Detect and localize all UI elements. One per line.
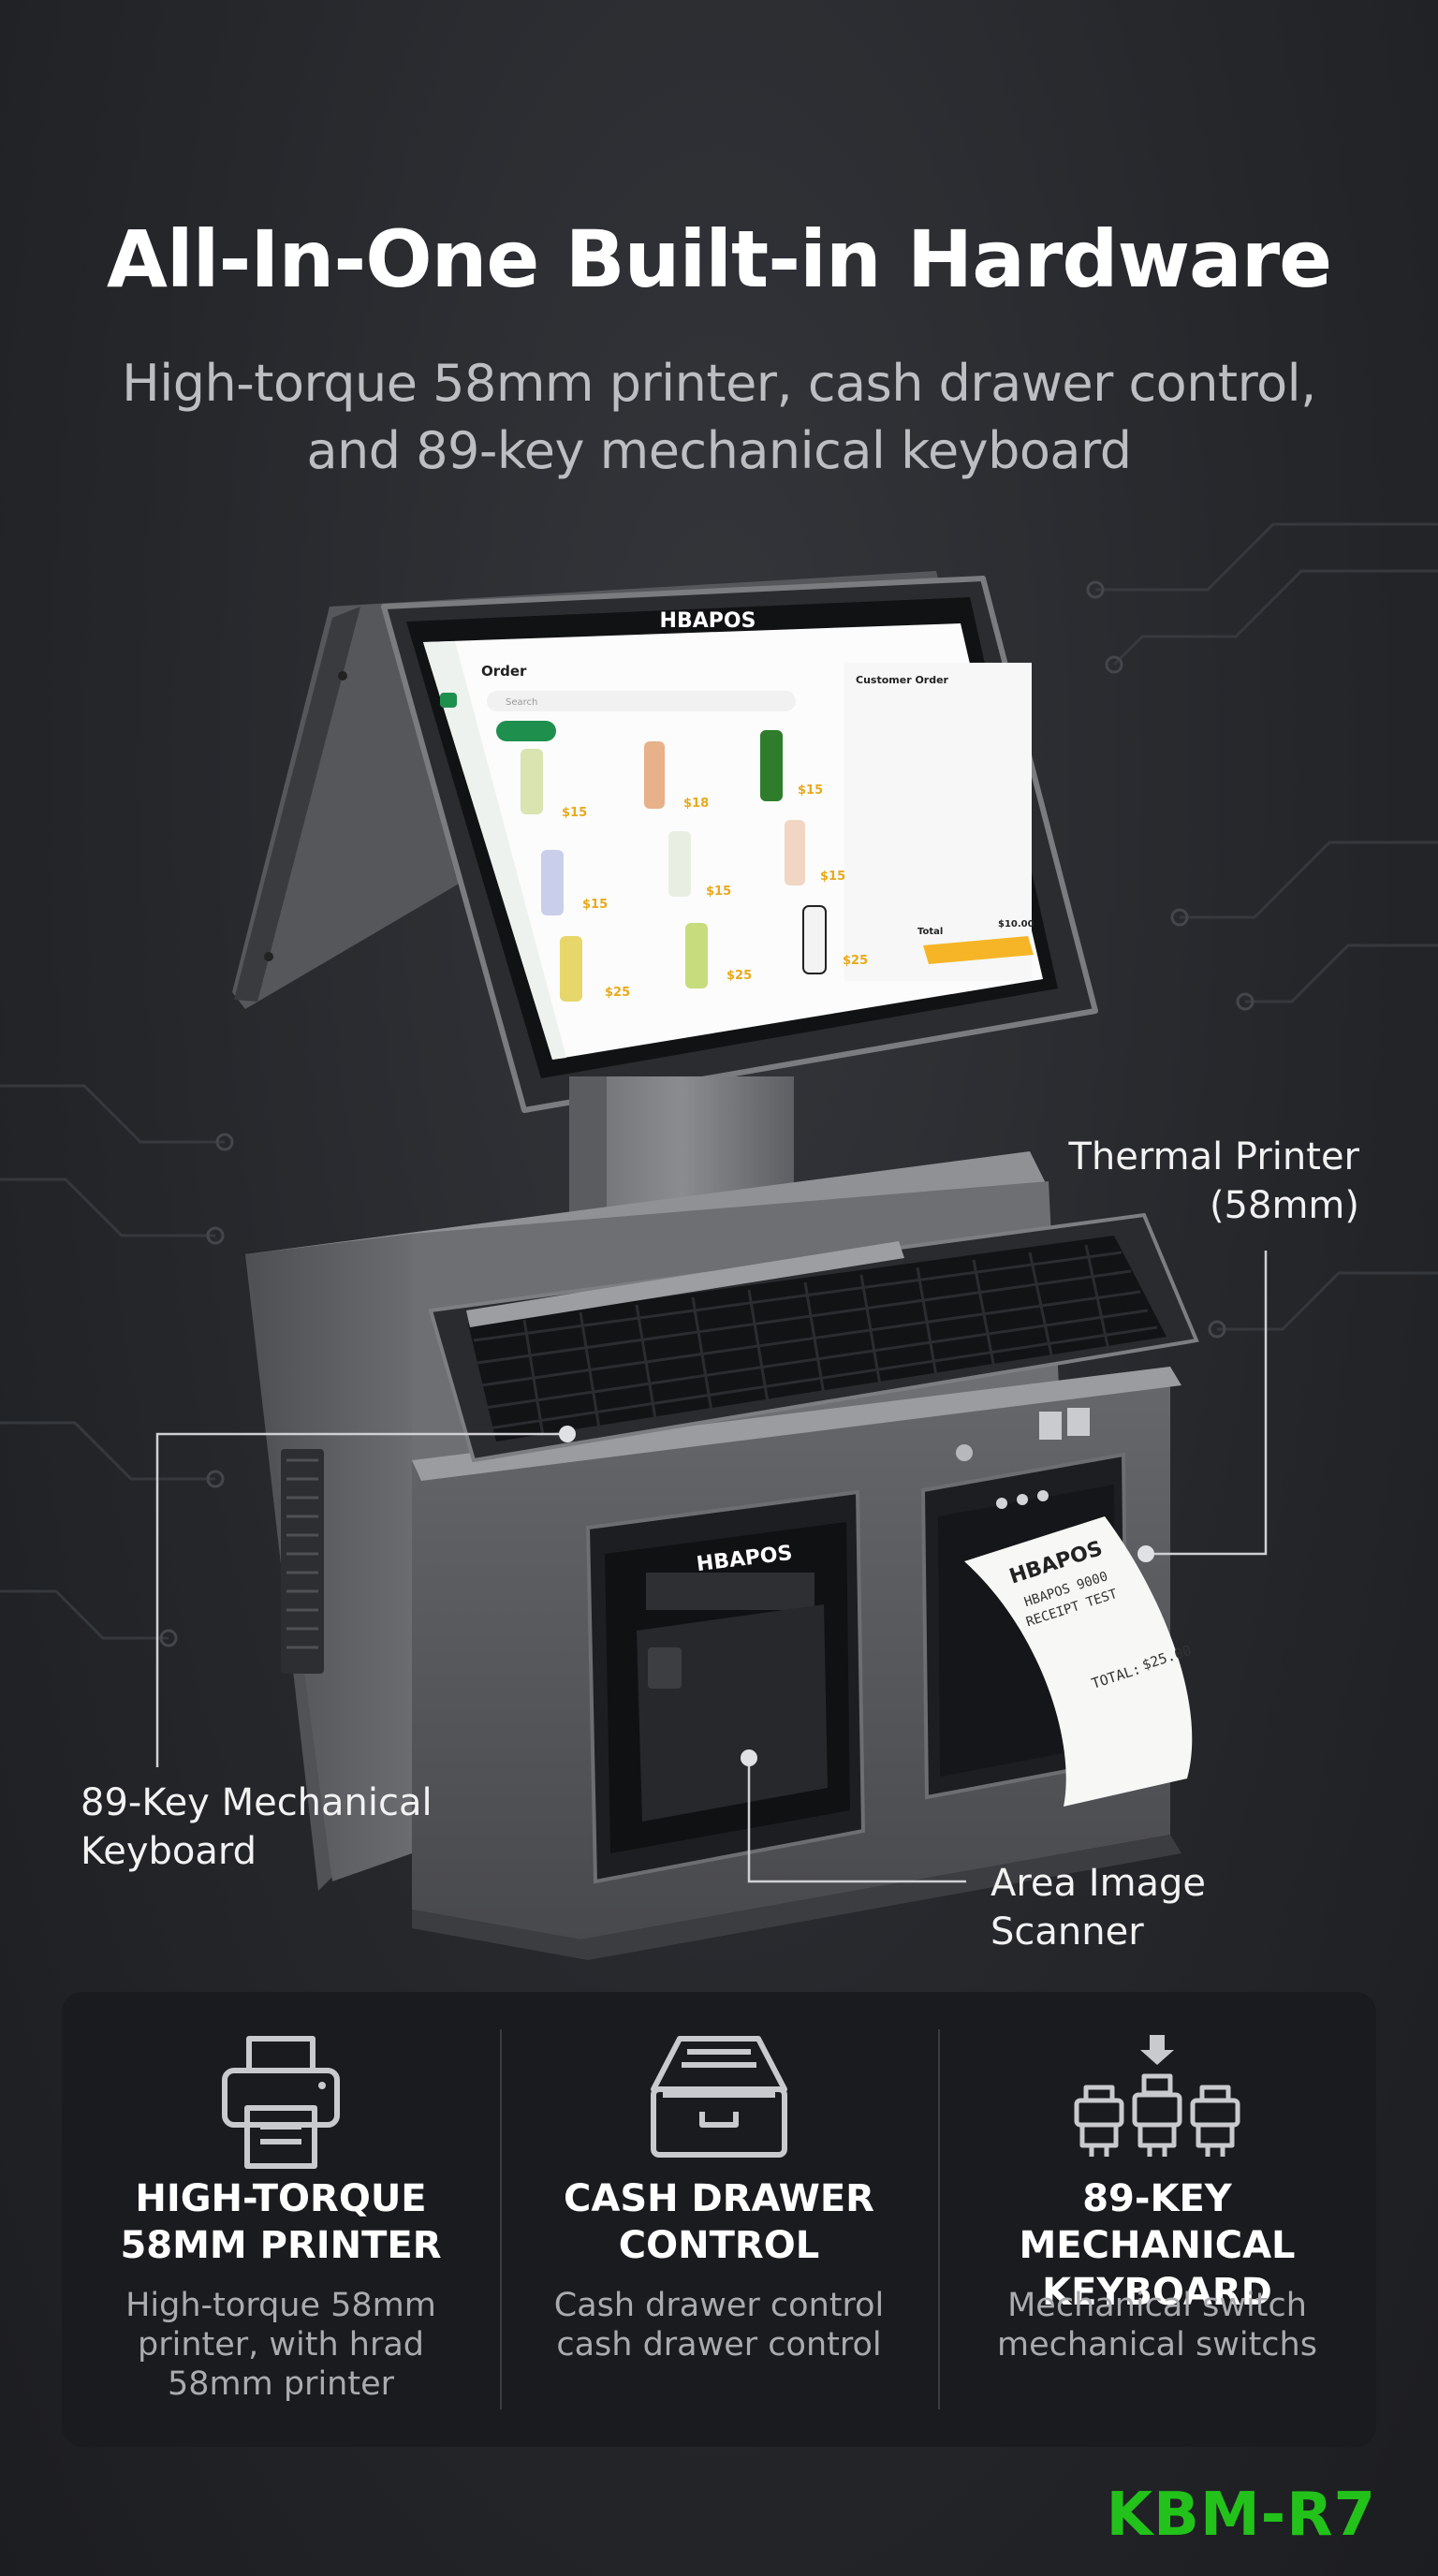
feature-keyboard: 89-KEY MECHANICAL KEYBOARD Mechanical sw…: [938, 1992, 1376, 2447]
screen-price: $25: [843, 954, 868, 968]
callout-printer-line-2: (58mm): [1209, 1184, 1359, 1227]
callout-keyboard-line-2: Keyboard: [81, 1830, 257, 1873]
model-name: KBM-R7: [1106, 2481, 1376, 2550]
feature-divider: [938, 2029, 940, 2409]
mechanical-switch-icon: [1074, 2035, 1240, 2157]
cash-drawer-icon: [651, 2036, 787, 2158]
mechanical-keyboard: [428, 1212, 1199, 1463]
feature-title-line: 89-KEY MECHANICAL: [1019, 2177, 1296, 2267]
feature-divider: [500, 2029, 502, 2409]
feature-cash-drawer-desc: Cash drawer control cash drawer control: [519, 2286, 919, 2364]
main-display: HBAPOS Order Search Customer Order $15 $…: [381, 576, 1098, 1113]
subtitle-line-2: and 89-key mechanical keyboard: [306, 421, 1132, 480]
callout-scanner: Area Image Scanner: [990, 1862, 1207, 1954]
callout-printer-line-1: Thermal Printer: [1068, 1135, 1359, 1178]
screen-search-input: [487, 691, 796, 711]
feature-desc-line: High-torque 58mm: [125, 2287, 436, 2324]
feature-keyboard-title: 89-KEY MECHANICAL KEYBOARD: [938, 2175, 1376, 2316]
feature-title-line: CASH DRAWER: [564, 2177, 874, 2220]
screen-total-value: $10.00: [998, 919, 1034, 929]
feature-desc-line: cash drawer control: [556, 2326, 882, 2364]
screen-price: $25: [605, 986, 630, 1000]
page-title: All-In-One Built-in Hardware: [106, 213, 1332, 305]
screen-price: $15: [582, 898, 608, 912]
feature-desc-line: mechanical switchs: [997, 2326, 1317, 2364]
feature-printer-title: HIGH-TORQUE 58MM PRINTER: [62, 2175, 500, 2269]
screen-search-placeholder: Search: [506, 697, 537, 708]
feature-desc-line: Mechanical switch: [1007, 2287, 1307, 2324]
callout-leader-lines: [155, 1251, 1268, 1883]
screen-price: $25: [726, 969, 752, 983]
screen-product-grid: $15 $18 $15 $15 $15 $15 $25 $25 $25: [521, 730, 868, 1002]
screen-nav-active: [440, 693, 457, 708]
area-image-scanner: HBAPOS: [585, 1489, 866, 1884]
callout-dot-scanner: [741, 1749, 757, 1766]
feature-desc-line: printer, with hrad: [137, 2326, 425, 2364]
feature-printer-desc: High-torque 58mm printer, with hrad 58mm…: [81, 2286, 481, 2404]
callout-dot-keyboard: [559, 1426, 576, 1442]
screen-price: $18: [683, 797, 709, 811]
callout-dot-printer: [1137, 1545, 1154, 1562]
feature-title-line: HIGH-TORQUE: [135, 2177, 427, 2220]
callout-thermal-printer: Thermal Printer (58mm): [1011, 1133, 1359, 1230]
printed-receipt: HBAPOS HBAPOS 9000 RECEIPT TEST TOTAL: $…: [964, 1516, 1194, 1807]
screen-price: $15: [706, 885, 731, 899]
feature-cash-drawer-title: CASH DRAWER CONTROL: [500, 2175, 938, 2269]
subtitle-line-1: High-torque 58mm printer, cash drawer co…: [122, 354, 1316, 413]
feature-cash-drawer: CASH DRAWER CONTROL Cash drawer control …: [500, 1992, 938, 2447]
screen-brand-logo: HBAPOS: [660, 609, 756, 633]
callout-keyboard: 89-Key Mechanical Keyboard: [81, 1778, 511, 1876]
screen-price: $15: [798, 783, 823, 798]
screen-checkout-button: [923, 936, 1034, 964]
feature-title-line: 58MM PRINTER: [120, 2224, 442, 2267]
screen-category-active: [496, 721, 556, 741]
feature-printer: HIGH-TORQUE 58MM PRINTER High-torque 58m…: [62, 1992, 500, 2447]
screen-total-label: Total: [917, 927, 943, 937]
feature-desc-line: 58mm printer: [167, 2365, 394, 2403]
screen-order-title: Order: [481, 663, 527, 680]
feature-title-line: CONTROL: [618, 2224, 820, 2267]
feature-desc-line: Cash drawer control: [553, 2287, 885, 2324]
printer-icon: [222, 2036, 340, 2169]
screen-price: $15: [562, 806, 587, 820]
screen-customer-order-title: Customer Order: [856, 674, 949, 686]
feature-title-line: KEYBOARD: [1042, 2271, 1272, 2314]
screen-price: $15: [820, 870, 845, 884]
screen-side-panel: [844, 663, 1032, 981]
feature-card: HIGH-TORQUE 58MM PRINTER High-torque 58m…: [62, 1992, 1376, 2447]
callout-keyboard-line-1: 89-Key Mechanical: [81, 1781, 433, 1824]
feature-keyboard-desc: Mechanical switch mechanical switchs: [957, 2286, 1357, 2364]
